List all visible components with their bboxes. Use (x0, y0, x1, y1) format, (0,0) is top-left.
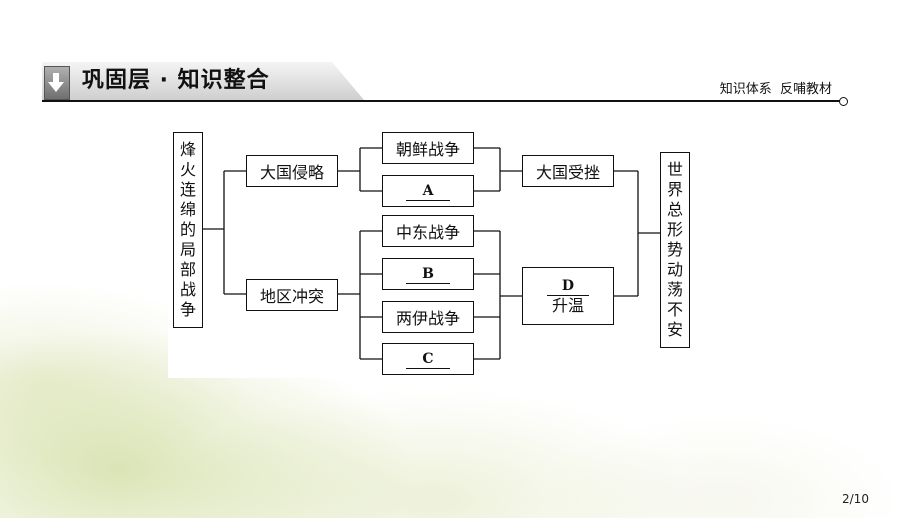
section-header: 巩固层 · 知识整合 知识体系 反哺教材 (42, 62, 848, 107)
vertical-char: 连 (179, 180, 196, 199)
down-arrow-icon (44, 66, 70, 100)
war-node-iran-iraq-war: 两伊战争 (382, 301, 474, 333)
result-node-suffix: 升温 (551, 295, 584, 315)
blank-node-a: A (382, 175, 474, 207)
branch-node-regional-conflict: 地区冲突 (246, 279, 338, 311)
root-node-label: 烽火连绵的局部战争 (180, 140, 196, 320)
result-node-great-powers-setback: 大国受挫 (522, 155, 614, 187)
vertical-char: 绵 (179, 200, 196, 219)
vertical-char: 战 (179, 280, 196, 299)
header-rule (42, 100, 842, 102)
rule-end-circle-icon (839, 97, 848, 106)
vertical-char: 形 (666, 220, 683, 239)
section-title: 巩固层 · 知识整合 (82, 68, 270, 93)
vertical-char: 不 (666, 300, 683, 319)
vertical-char: 争 (179, 300, 196, 319)
vertical-char: 烽 (179, 140, 196, 159)
vertical-char: 界 (666, 180, 683, 199)
blank-c-label: C (406, 350, 450, 369)
vertical-char: 的 (179, 220, 196, 239)
war-node-korean-war: 朝鲜战争 (382, 132, 474, 164)
root-node: 烽火连绵的局部战争 (173, 132, 203, 328)
section-subtitle: 知识体系 反哺教材 (719, 82, 832, 97)
vertical-char: 安 (666, 320, 683, 339)
conclusion-node: 世界总形势动荡不安 (660, 152, 690, 348)
blank-a-label: A (406, 182, 450, 201)
result-node-d-rising: D 升温 (522, 267, 614, 325)
blank-node-b: B (382, 258, 474, 290)
blank-d-label: D (547, 277, 589, 296)
vertical-char: 世 (666, 160, 683, 179)
vertical-char: 动 (666, 260, 683, 279)
branch-node-great-power-aggression: 大国侵略 (246, 155, 338, 187)
war-node-label: 两伊战争 (395, 309, 460, 328)
header-tab (42, 62, 364, 100)
blank-b-label: B (406, 265, 450, 284)
war-node-label: 中东战争 (395, 223, 460, 242)
result-node-label: 大国受挫 (535, 163, 600, 182)
branch-node-label: 大国侵略 (259, 163, 324, 182)
conclusion-node-label: 世界总形势动荡不安 (667, 160, 683, 340)
blank-node-c: C (382, 343, 474, 375)
branch-node-label: 地区冲突 (259, 287, 324, 306)
vertical-char: 部 (179, 260, 196, 279)
vertical-char: 荡 (666, 280, 683, 299)
vertical-char: 局 (179, 240, 196, 259)
war-node-middle-east-war: 中东战争 (382, 215, 474, 247)
knowledge-diagram: 烽火连绵的局部战争 大国侵略 地区冲突 朝鲜战争 A 中东战争 B 两伊战争 C… (168, 128, 694, 378)
vertical-char: 势 (666, 240, 683, 259)
connector-lines (202, 147, 660, 360)
vertical-char: 总 (666, 200, 683, 219)
war-node-label: 朝鲜战争 (395, 140, 460, 159)
page-number: 2/10 (842, 492, 869, 506)
vertical-char: 火 (179, 160, 196, 179)
